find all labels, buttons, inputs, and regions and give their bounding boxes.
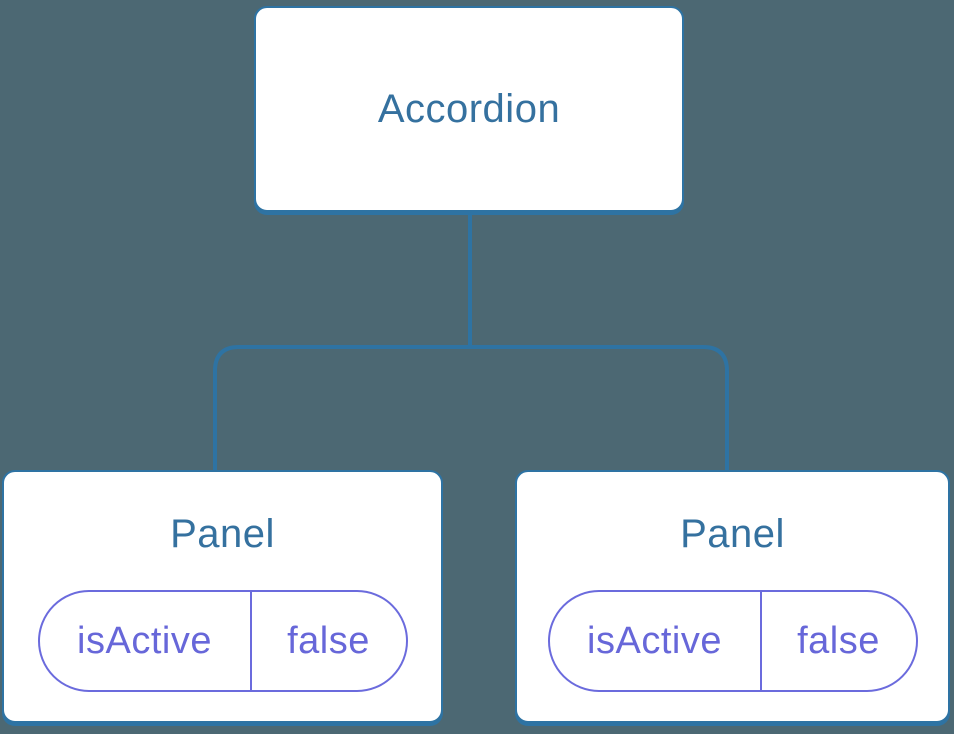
tree-node-panel-2: Panel isActive false — [515, 470, 950, 723]
state-value: false — [797, 619, 880, 662]
state-name: isActive — [550, 592, 762, 690]
tree-node-panel-1: Panel isActive false — [2, 470, 443, 723]
tree-node-accordion: Accordion — [254, 6, 684, 212]
state-pill: isActive false — [547, 590, 918, 692]
state-name: isActive — [40, 592, 252, 690]
connector-bracket — [213, 345, 729, 472]
node-label: Accordion — [377, 86, 561, 131]
state-value: false — [287, 619, 370, 662]
state-pill: isActive false — [37, 590, 408, 692]
node-label: Panel — [170, 512, 275, 556]
node-label: Panel — [680, 512, 785, 556]
